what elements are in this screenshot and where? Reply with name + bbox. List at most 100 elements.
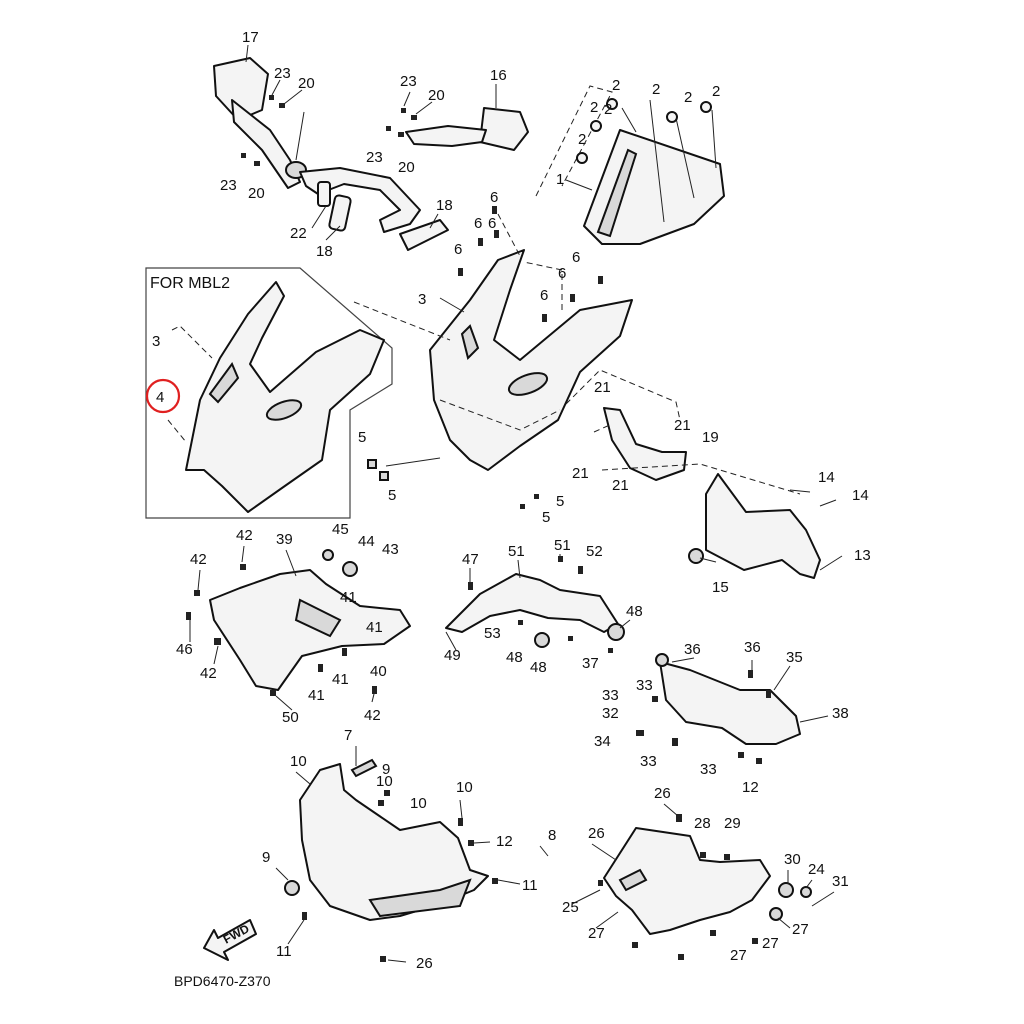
callout: 13	[854, 547, 871, 564]
cowl-stay	[565, 369, 801, 495]
callout: 44	[358, 533, 375, 550]
cowl-fasteners	[367, 457, 539, 509]
under-cowl-left	[284, 758, 549, 962]
callout: 12	[742, 779, 759, 796]
callout: 4	[156, 389, 164, 406]
callout: 48	[506, 649, 523, 666]
callout: 20	[248, 185, 265, 202]
callout: 43	[382, 541, 399, 558]
callout: 26	[654, 785, 671, 802]
callout: 51	[554, 537, 571, 554]
callout: 6	[572, 249, 580, 266]
callout: 7	[344, 727, 352, 744]
callout: 41	[308, 687, 325, 704]
callout: 6	[488, 215, 496, 232]
callout: 20	[298, 75, 315, 92]
callout: 18	[436, 197, 453, 214]
mirror-left	[213, 44, 307, 189]
callout: 6	[490, 189, 498, 206]
callout: 2	[652, 81, 660, 98]
callout: 5	[388, 487, 396, 504]
callout: 28	[694, 815, 711, 832]
callout: 42	[190, 551, 207, 568]
side-duct-left	[186, 549, 411, 696]
callout: 27	[762, 935, 779, 952]
bracket-47	[445, 556, 625, 653]
callout: 49	[444, 647, 461, 664]
callout: 33	[640, 753, 657, 770]
callout: 17	[242, 29, 259, 46]
callout-leaders	[189, 545, 843, 963]
callout: 5	[358, 429, 366, 446]
callout: 6	[454, 241, 462, 258]
callout: 48	[530, 659, 547, 676]
callout: 34	[594, 733, 611, 750]
callout: 26	[588, 825, 605, 842]
callout: 2	[612, 77, 620, 94]
callout: 19	[702, 429, 719, 446]
callout: 23	[220, 177, 237, 194]
callout: 10	[410, 795, 427, 812]
callout: 39	[276, 531, 293, 548]
callout: 1	[556, 171, 564, 188]
callout-labels: 17 23 20 23 20 22 18 23 20 23 20 18 16 2…	[152, 29, 871, 972]
callout: 38	[832, 705, 849, 722]
callout: 6	[474, 215, 482, 232]
callout: 27	[792, 921, 809, 938]
callout: 9	[262, 849, 270, 866]
callout: 26	[416, 955, 433, 972]
callout: 48	[626, 603, 643, 620]
callout: 29	[724, 815, 741, 832]
callout: 41	[366, 619, 383, 636]
callout: 42	[236, 527, 253, 544]
bracket-32	[636, 653, 801, 764]
callout: 20	[398, 159, 415, 176]
callout: 36	[744, 639, 761, 656]
callout: 9	[382, 761, 390, 778]
callout: 27	[588, 925, 605, 942]
fwd-arrow: FWD	[203, 919, 257, 961]
callout: 12	[496, 833, 513, 850]
callout: 31	[832, 873, 849, 890]
callout: 5	[556, 493, 564, 510]
callout: 22	[290, 225, 307, 242]
callout: 21	[594, 379, 611, 396]
callout: 33	[636, 677, 653, 694]
callout: 35	[786, 649, 803, 666]
callout: 14	[818, 469, 835, 486]
callout: 10	[290, 753, 307, 770]
callout: 11	[276, 943, 292, 960]
callout: 21	[572, 465, 589, 482]
callout: 51	[508, 543, 525, 560]
highlight-circle	[145, 378, 181, 414]
callout: 16	[490, 67, 507, 84]
callout: 15	[712, 579, 729, 596]
callout: 18	[316, 243, 333, 260]
callout: 6	[558, 265, 566, 282]
callout: 14	[852, 487, 869, 504]
inset-title: FOR MBL2	[150, 275, 230, 292]
callout: 2	[684, 89, 692, 106]
callout: 40	[370, 663, 387, 680]
callout: 3	[152, 333, 160, 350]
inset-mbl2	[145, 267, 393, 519]
callout: 2	[712, 83, 720, 100]
mirror-bracket	[299, 167, 449, 251]
callout: 3	[418, 291, 426, 308]
callout: 53	[484, 625, 501, 642]
callout: 8	[548, 827, 556, 844]
callout: 5	[542, 509, 550, 526]
callout: 41	[340, 589, 357, 606]
callout: 33	[602, 687, 619, 704]
under-cowl-right	[598, 814, 812, 960]
callout: 50	[282, 709, 299, 726]
callout: 21	[674, 417, 691, 434]
callout: 10	[456, 779, 473, 796]
callout: 47	[462, 551, 479, 568]
diagram-code: BPD6470-Z370	[174, 973, 271, 989]
callout: 46	[176, 641, 193, 658]
callout: 24	[808, 861, 825, 878]
callout: 42	[364, 707, 381, 724]
callout: 37	[582, 655, 599, 672]
